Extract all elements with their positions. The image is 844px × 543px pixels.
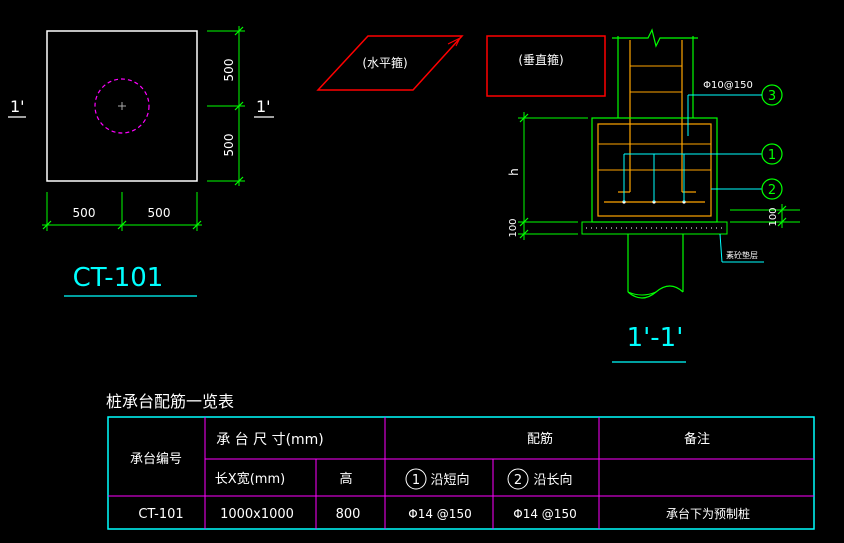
vertical-bar-legend-box	[486, 35, 606, 97]
dim-tick	[117, 220, 127, 230]
leader-line	[719, 233, 723, 263]
dim-text-100-right: 100	[768, 207, 779, 226]
dim-tick	[777, 217, 787, 227]
header-r2-text: 沿长向	[533, 472, 572, 488]
dim-text-bottom: 500	[222, 134, 236, 157]
header-r1-circle	[405, 468, 427, 490]
pile-break-inner	[627, 291, 657, 296]
dim-text-left: 500	[73, 206, 96, 220]
pile-circle	[94, 78, 150, 134]
cell-rebar-long: Φ14 @150	[513, 507, 576, 521]
callout-1-circle	[761, 143, 783, 165]
cell-remark: 承台下为预制桩	[666, 506, 750, 521]
dim-tick	[519, 113, 529, 123]
dim-text-top: 500	[222, 59, 236, 82]
dim-tick	[234, 101, 244, 111]
header-height: 高	[339, 471, 352, 487]
horizontal-bar-legend-box	[316, 35, 464, 91]
header-size: 承 台 尺 寸(mm)	[216, 432, 324, 448]
dim-tick	[777, 205, 787, 215]
rebar-table: 桩承台配筋一览表 承台编号 承 台 尺 寸(mm) 配筋 备注 长X宽(mm) …	[106, 392, 815, 530]
dim-tick	[519, 229, 529, 239]
dim-text-h: h	[507, 168, 521, 176]
vertical-bar-label: (垂直箍)	[518, 52, 563, 67]
dim-tick	[192, 220, 202, 230]
cell-id: CT-101	[138, 507, 183, 522]
header-lw: 长X宽(mm)	[215, 471, 285, 487]
cell-lw: 1000x1000	[220, 507, 294, 522]
dim-tick	[234, 26, 244, 36]
header-r2-num: 2	[514, 473, 522, 488]
header-rebar: 配筋	[527, 431, 553, 447]
rebar-spec-label: Φ10@150	[703, 80, 753, 91]
header-r1-num: 1	[412, 473, 420, 488]
section-view: 3 Φ10@150 1 2 素砼垫层 h 100 1	[507, 28, 800, 363]
table-title: 桩承台配筋一览表	[106, 392, 234, 411]
callout-2-text: 2	[768, 183, 776, 198]
section-title: 1'-1'	[627, 323, 684, 353]
legend-hook	[447, 36, 462, 47]
cushion-layer	[581, 221, 728, 235]
horizontal-bar-label: (水平箍)	[362, 55, 407, 70]
section-mark-left: 1'	[10, 97, 25, 116]
plan-view: 500 500 500 500 1' 1' CT-101	[8, 26, 274, 297]
dim-tick	[42, 220, 52, 230]
cell-rebar-short: Φ14 @150	[408, 507, 471, 521]
cushion-label: 素砼垫层	[726, 250, 758, 260]
callout-1-text: 1	[768, 148, 776, 163]
section-mark-right: 1'	[256, 97, 271, 116]
legend: (水平箍) (垂直箍)	[316, 35, 606, 97]
dim-text-right: 500	[148, 206, 171, 220]
header-id: 承台编号	[130, 452, 182, 467]
break-line	[612, 28, 698, 48]
header-remark: 备注	[684, 431, 710, 447]
dim-text-100-left: 100	[508, 218, 519, 237]
header-r1-text: 沿短向	[430, 472, 469, 488]
header-r2-circle	[507, 468, 529, 490]
dim-tick	[519, 217, 529, 227]
dim-tick	[234, 176, 244, 186]
callout-3-text: 3	[768, 89, 776, 104]
cell-height: 800	[336, 507, 361, 522]
plan-title: CT-101	[73, 263, 164, 293]
pile-cap-outline	[46, 30, 198, 182]
callout-2-circle	[761, 178, 783, 200]
table-border	[107, 416, 815, 530]
